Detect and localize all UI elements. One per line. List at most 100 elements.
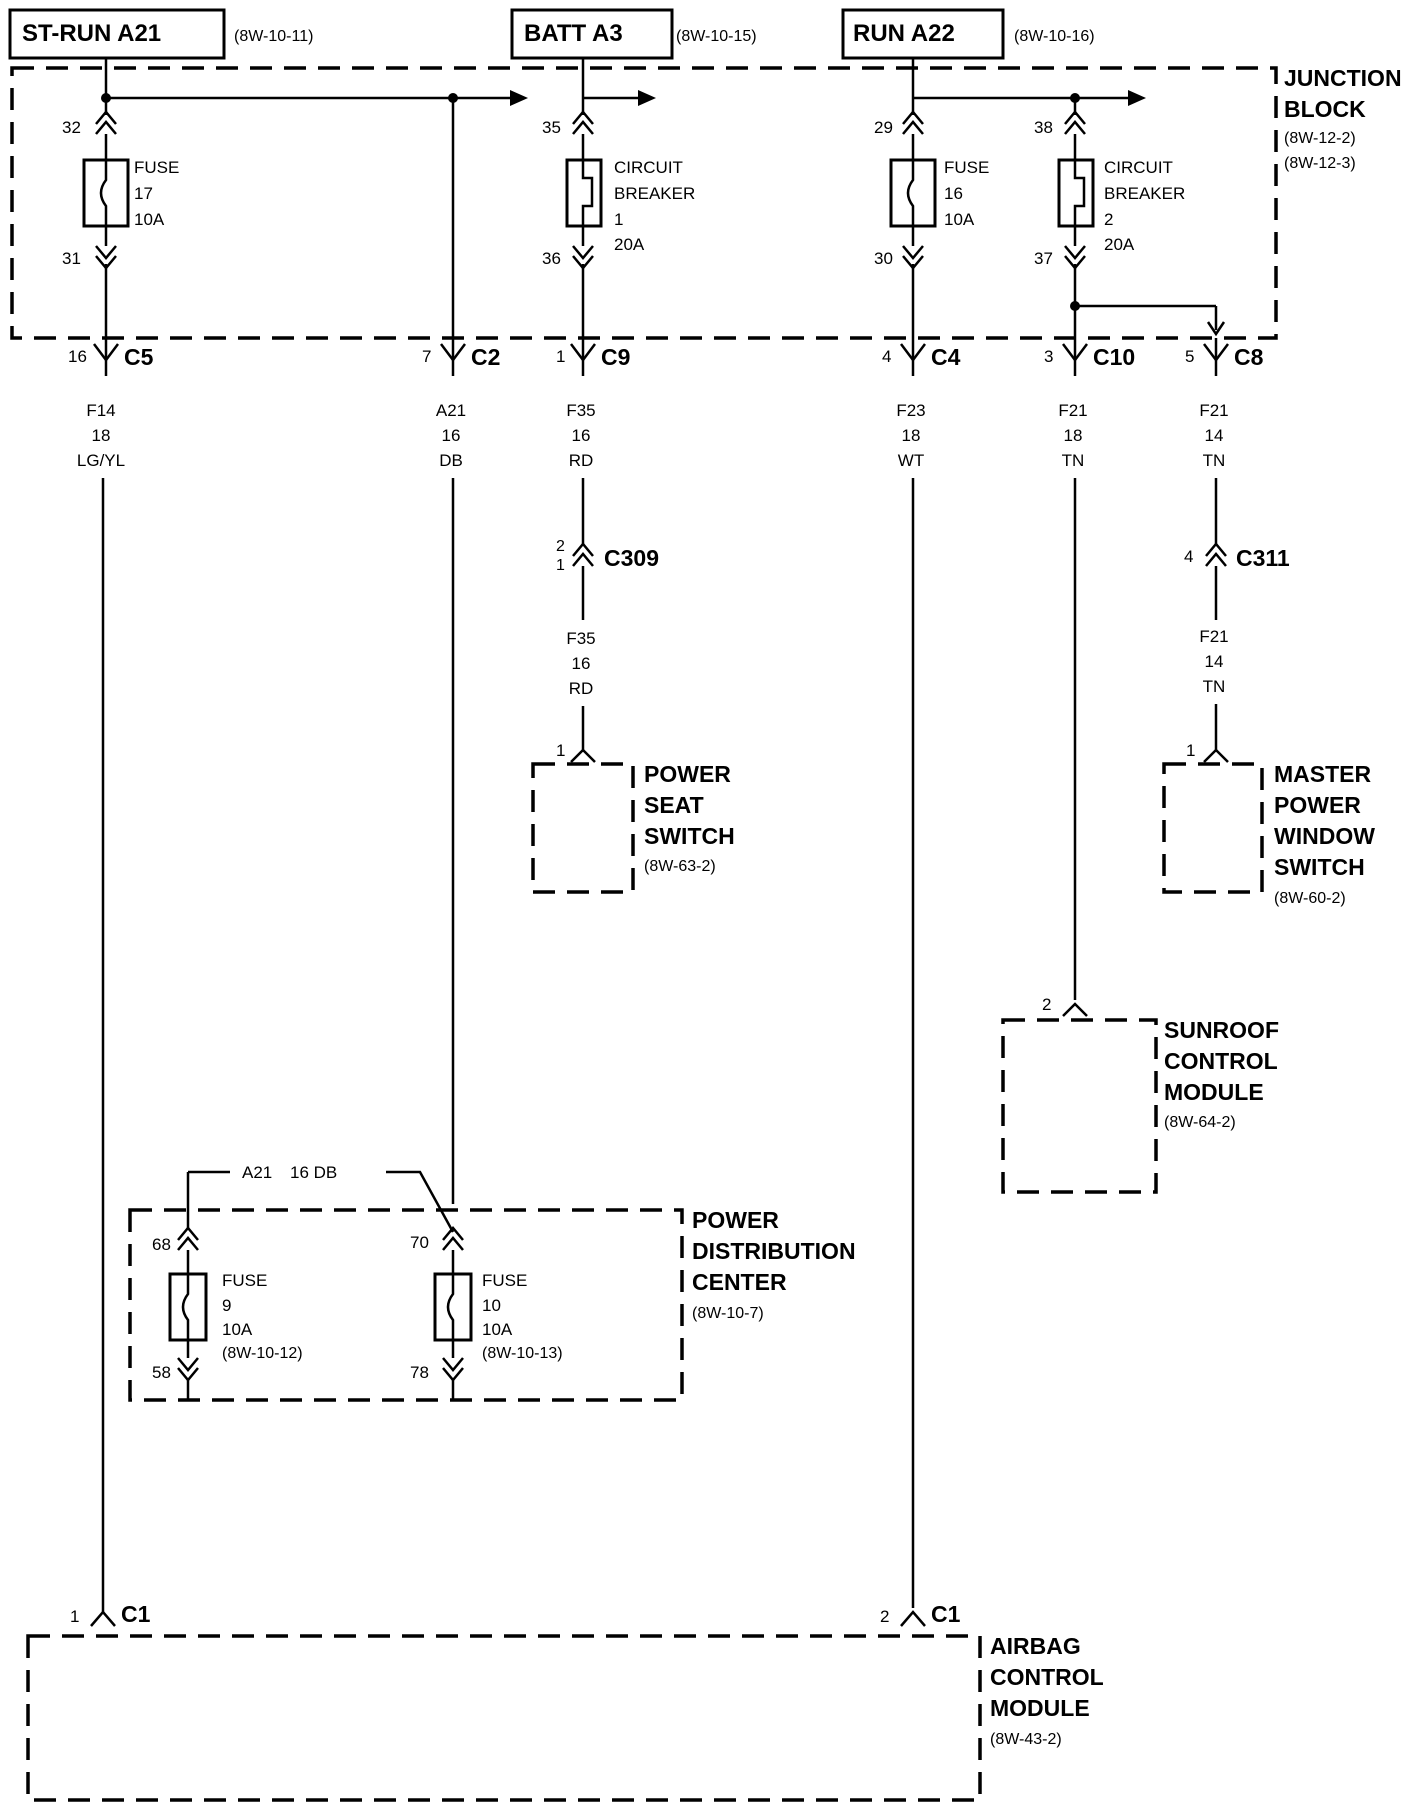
pin-31-label: 31 (62, 249, 81, 268)
fuse-17-branch: 32 FUSE 17 10A 31 (62, 58, 528, 338)
wire-f21-gauge: 18 (1064, 426, 1083, 445)
pdc-jumper-spec: 16 DB (290, 1163, 337, 1182)
fuse-9-label-3: 10A (222, 1320, 253, 1339)
wire-label-f21-18: F21 18 TN (1058, 401, 1087, 470)
cb2-label-2: BREAKER (1104, 184, 1185, 203)
airbag-label-1: AIRBAG (990, 1633, 1081, 1659)
cb1-label-2: BREAKER (614, 184, 695, 203)
source-batt-label: BATT A3 (524, 20, 623, 47)
cb1-label-1: CIRCUIT (614, 158, 683, 177)
wire-label-f23: F23 18 WT (896, 401, 925, 470)
c311-name: C311 (1236, 545, 1290, 571)
source-run-ref: (8W-10-16) (1014, 28, 1095, 45)
wire-f21-14-gauge: 14 (1205, 426, 1224, 445)
source-st-run-ref: (8W-10-11) (234, 28, 313, 45)
f21-14-run: 4 C311 F21 14 TN 1 (1184, 478, 1290, 763)
fuse-9-label-1: FUSE (222, 1271, 267, 1290)
mpws-label-3: WINDOW (1274, 823, 1375, 849)
junction-block-ref-2: (8W-12-3) (1284, 155, 1356, 172)
c1-left-name: C1 (121, 1601, 151, 1627)
power-seat-label-1: POWER (644, 761, 731, 787)
pin-36-label: 36 (542, 249, 561, 268)
connector-c4: 4 C4 (882, 338, 961, 376)
pin-35-label: 35 (542, 118, 561, 137)
wire-f14-color: LG/YL (77, 451, 125, 470)
c5-name: C5 (124, 344, 154, 370)
fuse-16-branch: 29 FUSE 16 10A 30 (874, 58, 1146, 338)
c9-name: C9 (601, 344, 630, 370)
wire-f35-gauge: 16 (572, 426, 591, 445)
airbag-label-3: MODULE (990, 1695, 1090, 1721)
c2-pin: 7 (422, 347, 431, 366)
c309-pin-a: 2 (556, 538, 565, 555)
arrow-right-icon (510, 90, 528, 106)
wire-f14-gauge: 18 (92, 426, 111, 445)
power-seat-switch: POWER SEAT SWITCH (8W-63-2) (531, 761, 735, 894)
source-run-a22: RUN A22 (8W-10-16) (841, 8, 1095, 60)
connector-c5: 16 C5 (68, 338, 154, 376)
pdc-label-2: DISTRIBUTION (692, 1238, 856, 1264)
c10-name: C10 (1093, 344, 1135, 370)
f35-run: 2 1 C309 F35 16 RD 1 (556, 478, 659, 763)
c1-right-name: C1 (931, 1601, 961, 1627)
fuse-17-label-1: FUSE (134, 158, 179, 177)
power-seat-label-2: SEAT (644, 792, 704, 818)
fuse-16-label-1: FUSE (944, 158, 989, 177)
sunroof-control-module: 2 SUNROOF CONTROL MODULE (8W-64-2) (1001, 995, 1279, 1194)
fuse-9-label-2: 9 (222, 1296, 231, 1315)
c5-pin: 16 (68, 347, 87, 366)
pdc-jumper-circuit: A21 (242, 1163, 272, 1182)
arrow-right-icon (638, 90, 656, 106)
wire-label-a21: A21 16 DB (436, 401, 466, 470)
airbag-label-2: CONTROL (990, 1664, 1104, 1690)
mpws-label-2: POWER (1274, 792, 1361, 818)
wire-f21-14-bot-gauge: 14 (1205, 652, 1224, 671)
circuit-breaker-2-branch: 38 CIRCUIT BREAKER 2 20A 37 (1034, 98, 1226, 338)
connector-c2: 7 C2 (422, 338, 500, 376)
wire-f23-color: WT (898, 451, 924, 470)
pin-37-label: 37 (1034, 249, 1053, 268)
airbag-ref: (8W-43-2) (990, 1731, 1062, 1748)
fuse-10-ref: (8W-10-13) (482, 1345, 563, 1362)
c311-pin: 4 (1184, 547, 1193, 566)
fuse-10-label-2: 10 (482, 1296, 501, 1315)
source-batt-a3: BATT A3 (8W-10-15) (510, 8, 757, 60)
cb1-label-4: 20A (614, 235, 645, 254)
c8-name: C8 (1234, 344, 1264, 370)
cb2-label-4: 20A (1104, 235, 1135, 254)
fuse-17-label-3: 10A (134, 210, 165, 229)
c9-pin: 1 (556, 347, 565, 366)
c4-pin: 4 (882, 347, 891, 366)
wire-f21-14-bot-circuit: F21 (1199, 627, 1228, 646)
connector-c8: 5 C8 (1185, 338, 1264, 376)
cb2-label-1: CIRCUIT (1104, 158, 1173, 177)
pin-78-label: 78 (410, 1363, 429, 1382)
junction-block-ref-1: (8W-12-2) (1284, 130, 1356, 147)
cb2-label-3: 2 (1104, 210, 1113, 229)
c1-left-pin: 1 (70, 1607, 79, 1626)
sunroof-pin: 2 (1042, 995, 1051, 1014)
pdc-label-1: POWER (692, 1207, 779, 1233)
wire-a21-circuit: A21 (436, 401, 466, 420)
mpws-label-4: SWITCH (1274, 854, 1365, 880)
pdc-label-3: CENTER (692, 1269, 787, 1295)
wire-label-f35-top: F35 16 RD (566, 401, 595, 470)
connector-c1-left: 1 C1 (70, 1406, 151, 1627)
fuse-10-label-3: 10A (482, 1320, 513, 1339)
wire-f35-bot-circuit: F35 (566, 629, 595, 648)
pin-29-label: 29 (874, 118, 893, 137)
fuse-9-ref: (8W-10-12) (222, 1345, 303, 1362)
wire-f21-14-bot-color: TN (1203, 677, 1226, 696)
power-distribution-center: POWER DISTRIBUTION CENTER (8W-10-7) A21 … (128, 1163, 856, 1402)
master-power-window-switch: MASTER POWER WINDOW SWITCH (8W-60-2) (1162, 761, 1375, 907)
wire-f23-gauge: 18 (902, 426, 921, 445)
pin-30-label: 30 (874, 249, 893, 268)
sunroof-ref: (8W-64-2) (1164, 1114, 1236, 1131)
cb1-label-3: 1 (614, 210, 623, 229)
connector-c1-right: 2 C1 (880, 1601, 961, 1627)
pin-32-label: 32 (62, 118, 81, 137)
pin-38-label: 38 (1034, 118, 1053, 137)
sunroof-label-1: SUNROOF (1164, 1017, 1279, 1043)
c8-pin: 5 (1185, 347, 1194, 366)
